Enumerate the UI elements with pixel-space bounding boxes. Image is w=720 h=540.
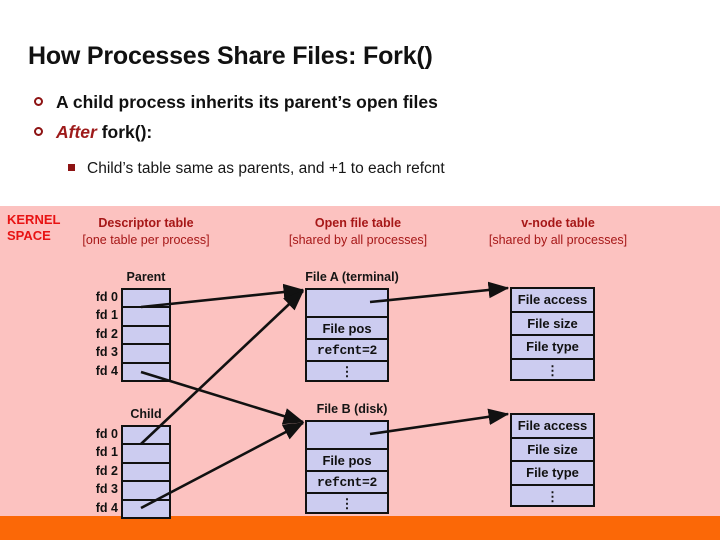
table-row: ⋮ xyxy=(340,363,354,379)
fd-label: fd 2 xyxy=(95,326,118,341)
table-row: File pos xyxy=(307,318,387,340)
fd-label: fd 1 xyxy=(95,445,118,460)
filea-table-label: File A (terminal) xyxy=(305,270,399,284)
bullet-item-1: A child process inherits its parent’s op… xyxy=(34,92,438,113)
child-table-label: Child xyxy=(130,407,162,421)
column-header-openfile-title: Open file table xyxy=(314,216,402,230)
fd-label: fd 1 xyxy=(95,308,118,323)
kernel-space-label-line1: KERNEL xyxy=(7,212,61,227)
bullet-item-2: After fork(): xyxy=(34,122,152,143)
fd-label: fd 4 xyxy=(95,500,118,515)
table-row: File access xyxy=(512,289,593,313)
bullet-item-2-label: After fork(): xyxy=(56,122,152,143)
parent-table-label: Parent xyxy=(126,270,166,284)
column-header-openfile-sub: [shared by all processes] xyxy=(288,233,428,247)
kernel-space-label-line2: SPACE xyxy=(7,228,51,243)
table-row xyxy=(123,364,169,382)
child-fd-labels: fd 0 fd 1 fd 2 fd 3 fd 4 xyxy=(78,425,118,517)
table-row xyxy=(123,482,169,501)
bullet-item-2-emphasis: After xyxy=(56,122,97,142)
table-row xyxy=(123,445,169,464)
table-row xyxy=(307,422,387,450)
table-row: File size xyxy=(512,313,593,336)
table-row xyxy=(123,327,169,346)
table-row xyxy=(123,345,169,364)
table-row xyxy=(123,464,169,483)
column-header-descriptor-sub: [one table per process] xyxy=(82,233,210,247)
bullet-item-1-label: A child process inherits its parent’s op… xyxy=(56,92,438,112)
fd-label: fd 3 xyxy=(95,345,118,360)
page-title: How Processes Share Files: Fork() xyxy=(28,42,433,70)
column-header-descriptor: Descriptor table [one table per process] xyxy=(56,215,236,249)
kernel-space-label: KERNEL SPACE xyxy=(7,212,60,244)
column-header-vnode: v-node table [shared by all processes] xyxy=(458,215,658,249)
child-descriptor-table xyxy=(121,425,171,519)
column-header-descriptor-title: Descriptor table xyxy=(98,216,194,230)
parent-fd-labels: fd 0 fd 1 fd 2 fd 3 fd 4 xyxy=(78,288,118,380)
fd-label: fd 2 xyxy=(95,463,118,478)
table-row: refcnt=2 xyxy=(307,340,387,362)
table-row: ⋮ xyxy=(340,495,354,511)
bottom-accent-bar xyxy=(0,516,720,540)
bullet-square-icon xyxy=(68,164,75,171)
fd-label: fd 0 xyxy=(95,290,118,304)
file-b-open-file-entry: File pos refcnt=2 ⋮ xyxy=(305,420,389,514)
bullet-item-2-rest: fork(): xyxy=(96,122,153,142)
table-row xyxy=(123,427,169,446)
sub-bullet-item: Child’s table same as parents, and +1 to… xyxy=(68,160,445,178)
table-row xyxy=(123,308,169,327)
column-header-vnode-sub: [shared by all processes] xyxy=(488,233,628,247)
table-row: File type xyxy=(512,336,593,360)
table-row: File size xyxy=(512,439,593,462)
parent-descriptor-table xyxy=(121,288,171,382)
table-row: File type xyxy=(512,462,593,486)
table-row: ⋮ xyxy=(546,363,559,379)
bullet-circle-icon xyxy=(34,97,43,106)
bullet-circle-icon xyxy=(34,127,43,136)
table-row xyxy=(307,290,387,318)
table-row: refcnt=2 xyxy=(307,472,387,494)
vnode-table-a: File access File size File type ⋮ xyxy=(510,287,595,381)
sub-bullet-label: Child’s table same as parents, and +1 to… xyxy=(87,160,445,177)
table-row: ⋮ xyxy=(546,489,559,505)
column-header-openfile: Open file table [shared by all processes… xyxy=(258,215,458,249)
fd-label: fd 0 xyxy=(95,427,118,441)
fd-label: fd 3 xyxy=(95,482,118,497)
column-header-vnode-title: v-node table xyxy=(521,216,595,230)
file-a-open-file-entry: File pos refcnt=2 ⋮ xyxy=(305,288,389,382)
table-row: File pos xyxy=(307,450,387,472)
table-row: File access xyxy=(512,415,593,439)
fd-label: fd 4 xyxy=(95,363,118,378)
table-row xyxy=(123,290,169,309)
vnode-table-b: File access File size File type ⋮ xyxy=(510,413,595,507)
fileb-table-label: File B (disk) xyxy=(316,402,388,416)
table-row xyxy=(123,501,169,519)
